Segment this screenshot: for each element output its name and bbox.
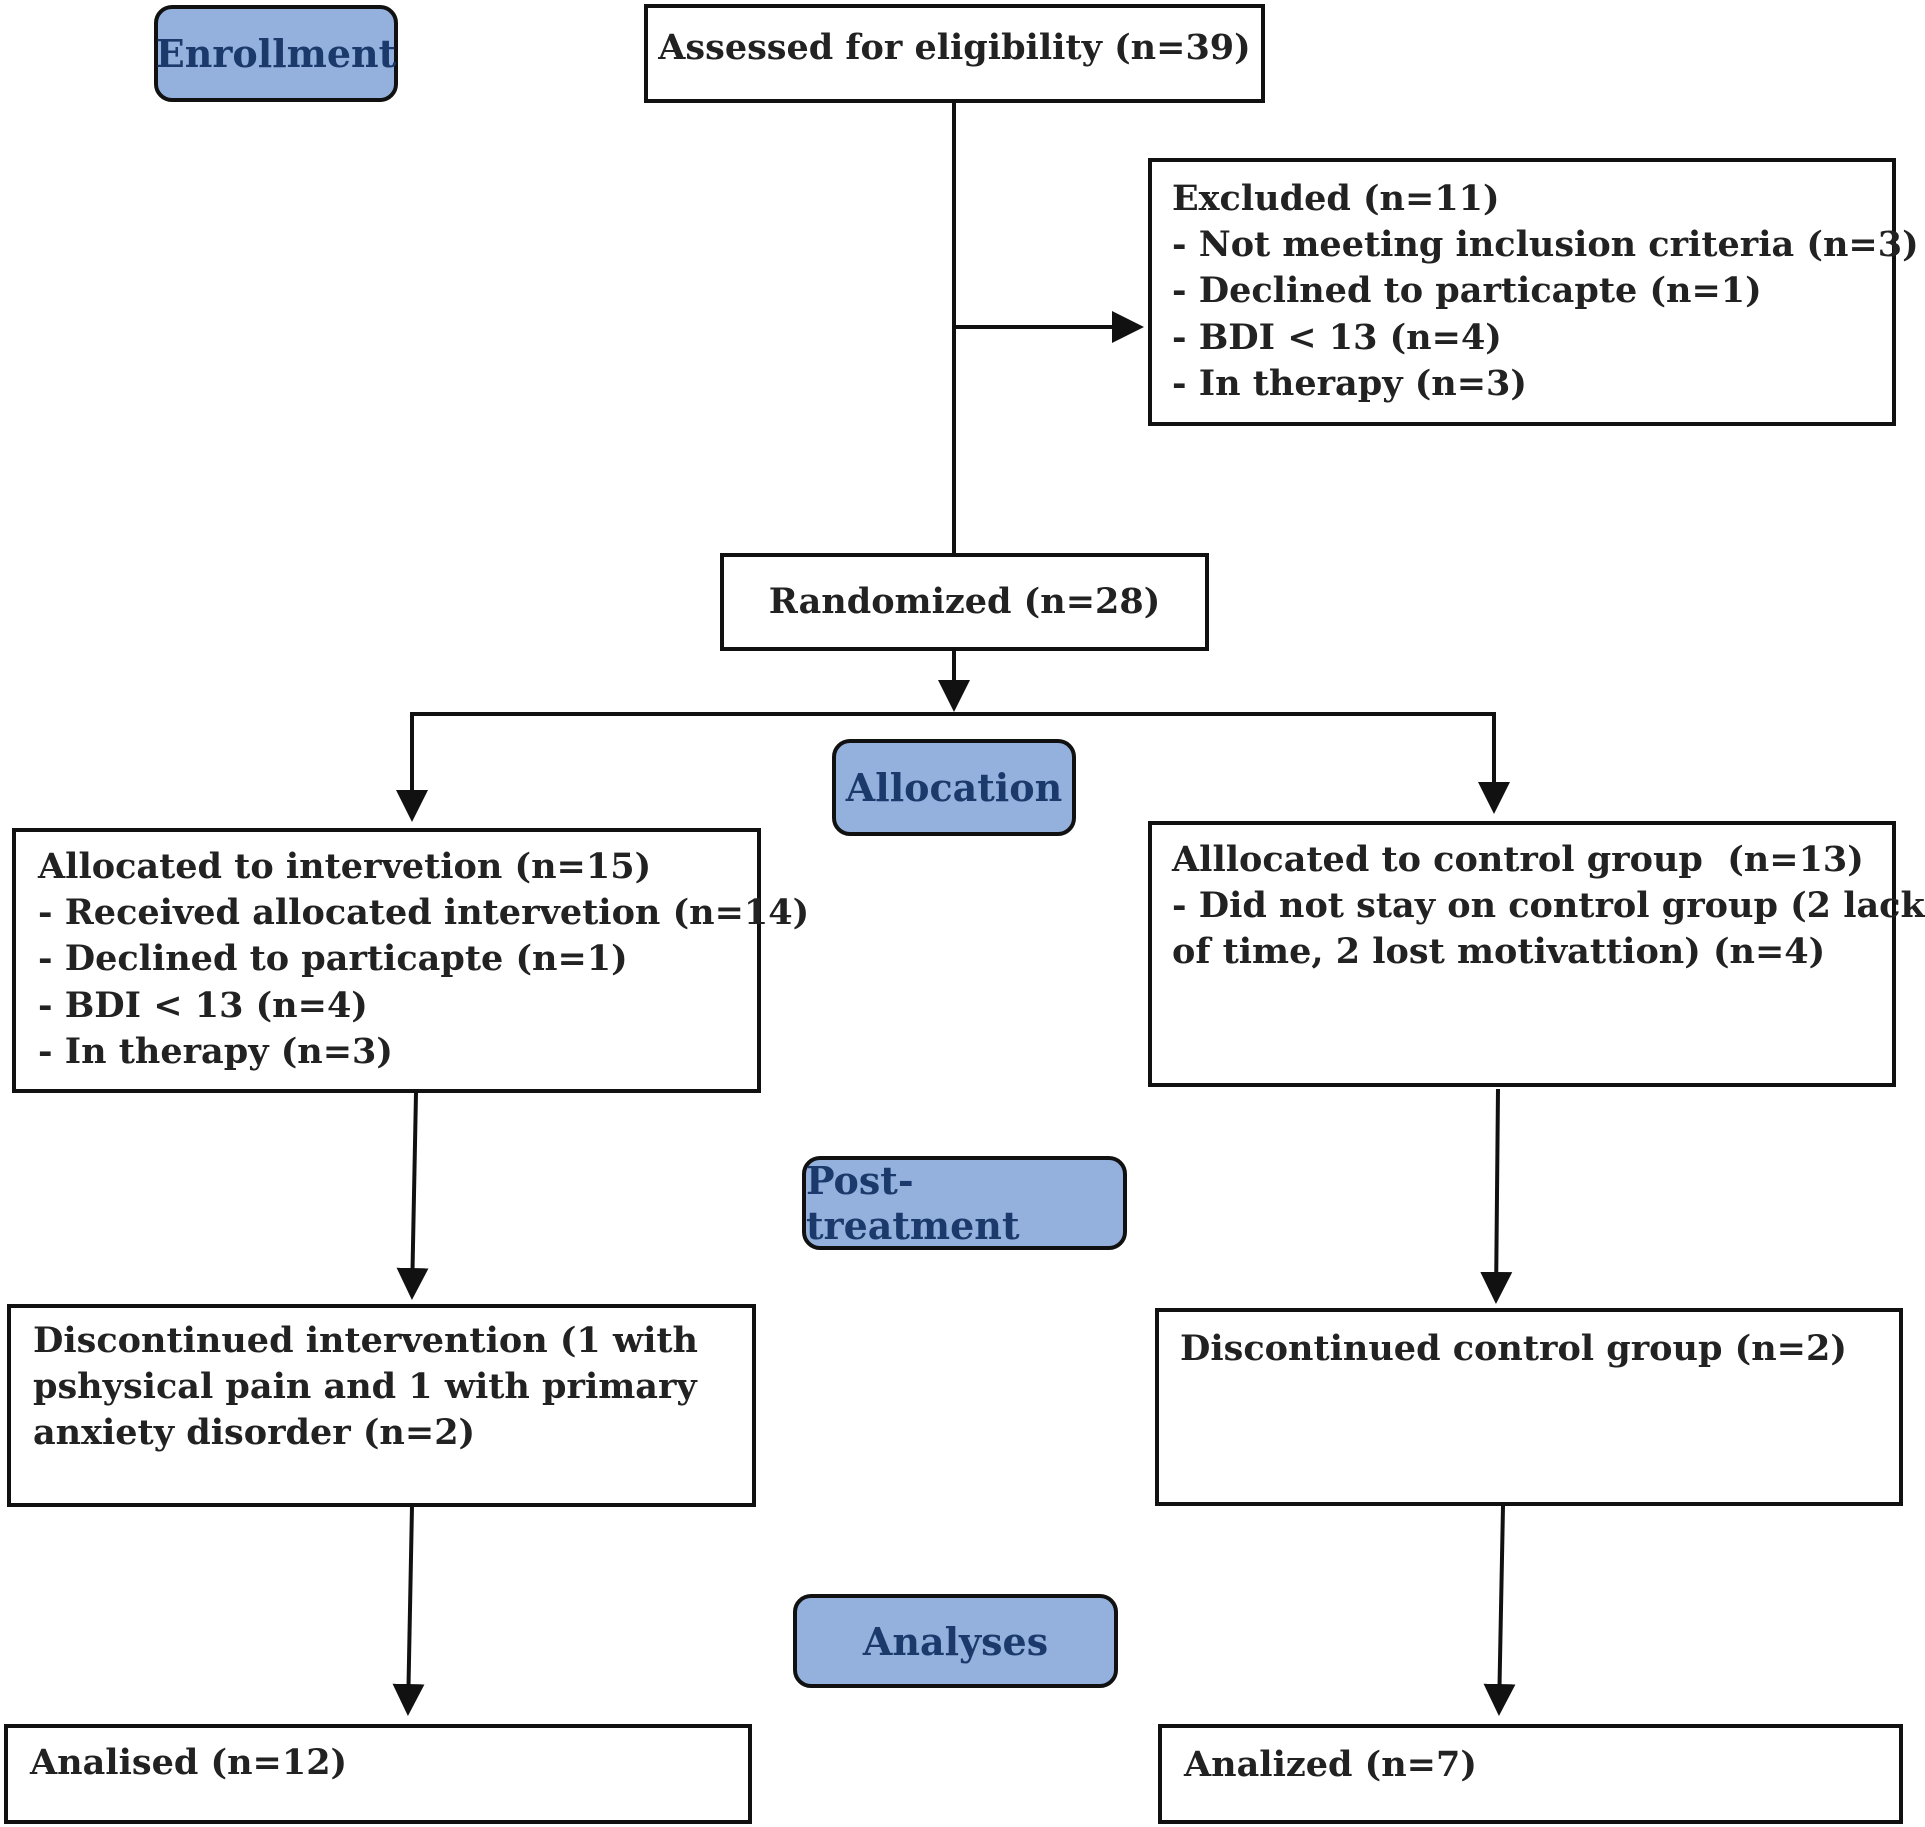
intervention-title: Allocated to intervetion (n=15) <box>38 846 652 887</box>
discontinued-control-text: Discontinued control group (n=2) <box>1180 1328 1847 1369</box>
control-analyses-arrow <box>1483 1505 1516 1716</box>
phase-label-allocation: Allocation <box>832 739 1076 836</box>
analysed-control-text: Analized (n=7) <box>1184 1744 1477 1785</box>
intervention-analyses-arrow <box>392 1505 425 1716</box>
randomized-text: Randomized (n=28) <box>768 580 1161 622</box>
phase-label-enrollment: Enrollment <box>154 5 398 102</box>
randomized-box: Randomized (n=28) <box>720 553 1209 651</box>
excluded-item: - BDI < 13 (n=4) <box>1172 316 1502 358</box>
intervention-post-arrow <box>396 1092 429 1300</box>
excluded-item: - Not meeting inclusion criteria (n=3) <box>1172 224 1919 266</box>
analysed-intervention-text: Analised (n=12) <box>30 1742 348 1783</box>
intervention-allocation-box: Allocated to intervetion (n=15) - Receiv… <box>12 828 810 1093</box>
intervention-item: - In therapy (n=3) <box>38 1030 393 1072</box>
control-allocation-box: Alllocated to control group (n=13) - Did… <box>1148 821 1925 1087</box>
assessed-box: Assessed for eligibility (n=39) <box>644 4 1265 103</box>
excluded-title: Excluded (n=11) <box>1172 178 1500 219</box>
excluded-item: - In therapy (n=3) <box>1172 362 1527 404</box>
control-line: - Did not stay on control group (2 lack <box>1172 885 1925 927</box>
intervention-item: - Declined to particapte (n=1) <box>38 938 628 980</box>
analysed-control-box: Analized (n=7) <box>1158 1724 1903 1824</box>
assessed-text: Assessed for eligibility (n=39) <box>658 27 1251 69</box>
excluded-item: - Declined to particapte (n=1) <box>1172 270 1762 312</box>
discontinued-intervention-line: pshysical pain and 1 with primary <box>33 1366 697 1408</box>
intervention-item: - Received allocated intervetion (n=14) <box>38 892 810 934</box>
intervention-item: - BDI < 13 (n=4) <box>38 984 368 1026</box>
control-title: Alllocated to control group (n=13) <box>1172 839 1864 880</box>
phase-label-post-treatment: Post-treatment <box>802 1156 1127 1250</box>
discontinued-intervention-line: anxiety disorder (n=2) <box>33 1412 476 1454</box>
analysed-intervention-box: Analised (n=12) <box>4 1724 752 1824</box>
control-post-arrow <box>1480 1088 1513 1304</box>
discontinued-control-box: Discontinued control group (n=2) <box>1155 1308 1903 1506</box>
excluded-box: Excluded (n=11) - Not meeting inclusion … <box>1148 158 1919 426</box>
control-line: of time, 2 lost motivattion) (n=4) <box>1172 931 1826 973</box>
phase-label-analyses: Analyses <box>793 1594 1118 1688</box>
discontinued-intervention-box: Discontinued intervention (1 with pshysi… <box>7 1304 756 1507</box>
discontinued-intervention-line: Discontinued intervention (1 with <box>33 1320 698 1361</box>
